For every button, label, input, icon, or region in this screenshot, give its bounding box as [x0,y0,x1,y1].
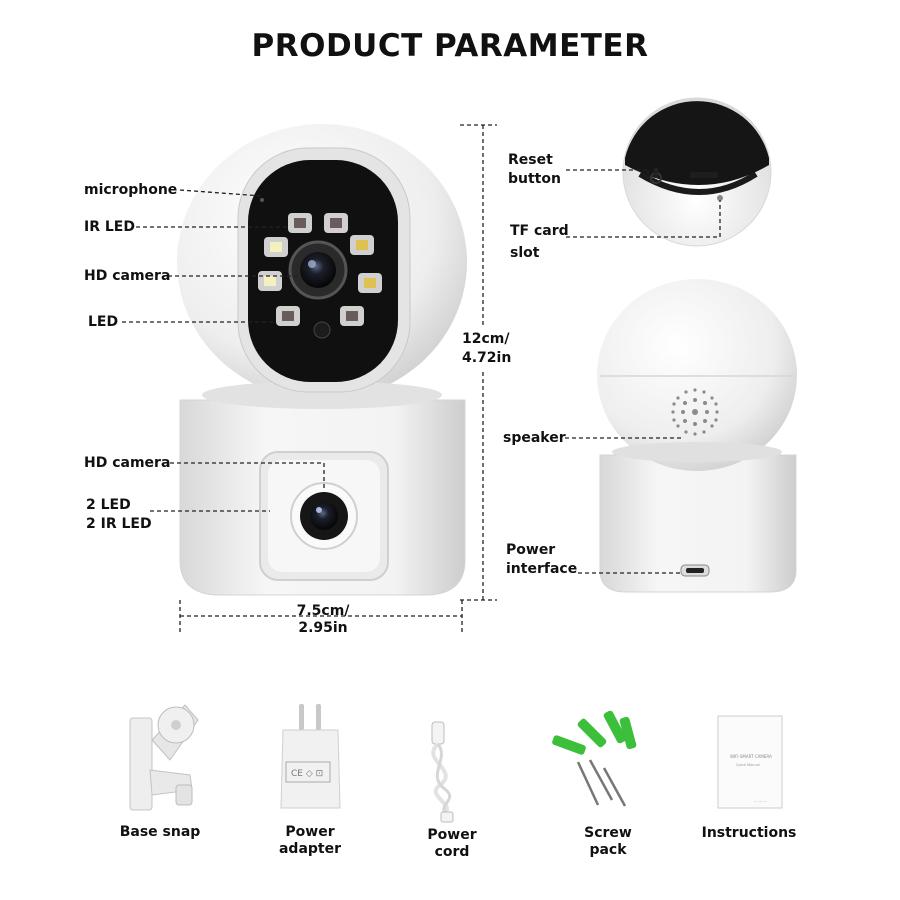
label-power-interface: Power interface [506,542,578,577]
accessory-label-base-snap: Base snap [119,824,201,840]
svg-text:Quick Manual: Quick Manual [736,763,760,767]
svg-text:CE ◇ ⊡: CE ◇ ⊡ [291,769,323,779]
instructions-image: WIFI SMART CAMERA Quick Manual — — — [717,715,783,809]
base-snap-image [129,704,199,811]
front-camera [177,124,467,596]
label-speaker: speaker [503,430,566,446]
back-camera [597,279,797,593]
power-adapter-image: CE ◇ ⊡ [280,704,341,809]
ir-led-cluster [258,213,382,326]
accessory-label-instructions: Instructions [701,825,797,841]
svg-text:— — —: — — — [754,799,767,803]
dimension-width: 7.5cm/ 2.95in [296,603,350,636]
top-detail-view [622,97,772,247]
label-hd-camera-top: HD camera [84,268,171,284]
power-cord-image [431,721,454,823]
page-title: PRODUCT PARAMETER [251,28,649,64]
accessory-label-power-adapter: Power adapter [278,824,342,857]
label-led-bottom: 2 LED 2 IR LED [86,497,152,532]
accessory-label-power-cord: Power cord [427,827,477,860]
speaker-grill [671,388,719,436]
svg-text:WIFI SMART CAMERA: WIFI SMART CAMERA [730,754,772,759]
label-led: LED [88,314,119,330]
label-ir-led: IR LED [84,219,135,235]
dimension-height: 12cm/ 4.72in [462,331,512,366]
label-reset-button: Reset button [508,152,561,187]
label-microphone: microphone [84,182,178,198]
right-leader-lines [565,169,721,574]
label-tf-card-slot: TF card slot [510,223,569,261]
accessory-label-screw-pack: Screw pack [584,825,632,858]
label-hd-camera-bottom: HD camera [84,455,171,471]
front-leader-lines [122,124,497,632]
screw-pack-image [552,710,637,807]
